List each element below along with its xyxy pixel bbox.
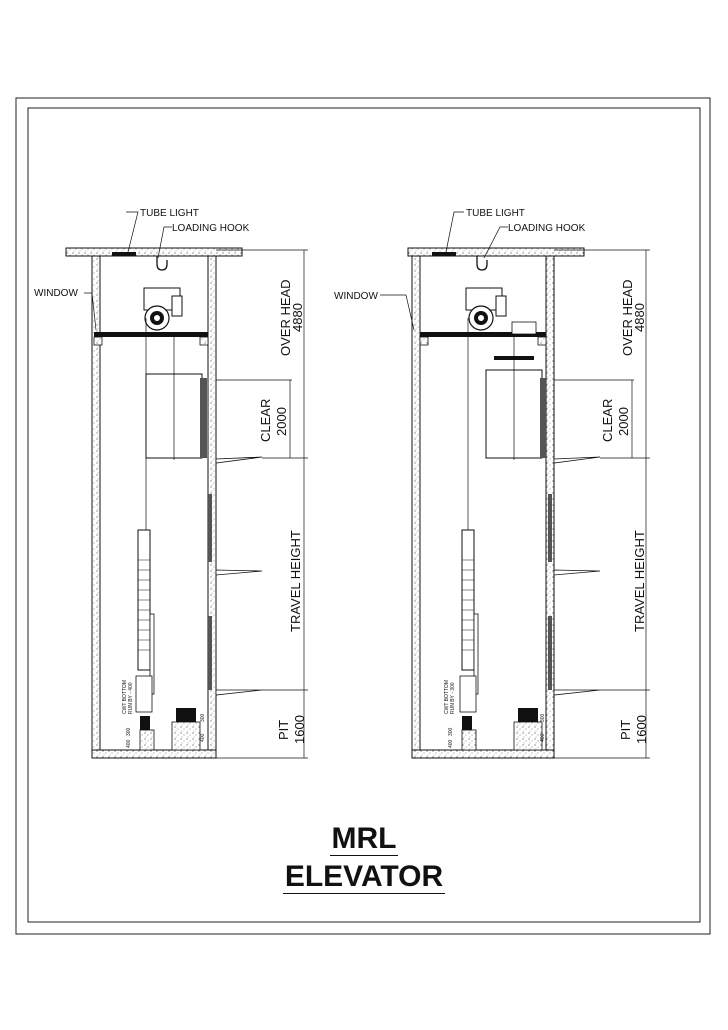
left-cwt-label-1: CWT BOTTOM: [122, 680, 128, 714]
svg-text:300: 300: [448, 727, 454, 736]
svg-text:300: 300: [126, 727, 132, 736]
right-tube-light-label: TUBE LIGHT: [466, 208, 525, 219]
inner-frame: [27, 107, 701, 923]
right-window-label: WINDOW: [334, 291, 378, 302]
right-loading-hook-icon: [476, 256, 488, 271]
right-cwt-label-1: CWT BOTTOM: [444, 680, 450, 714]
left-clear-label: CLEAR: [258, 399, 273, 442]
right-overhead-value: 4880: [632, 303, 647, 332]
right-pit-floor: [411, 749, 555, 759]
right-shaft-wall-left: [411, 255, 421, 757]
right-overhead-label: OVER HEAD: [620, 279, 635, 356]
svg-text:300: 300: [200, 713, 206, 722]
right-elevator-drawing: CWT BOTTOM RUN BY - 300 300 400 300 400 …: [334, 208, 650, 759]
svg-text:400: 400: [126, 739, 132, 748]
right-pit-label: PIT: [618, 720, 633, 740]
left-tube-light: [112, 252, 136, 256]
left-pit-floor: [91, 749, 217, 759]
right-machine-beam: [420, 332, 546, 337]
right-car-door: [540, 378, 546, 458]
svg-text:400: 400: [540, 733, 546, 742]
svg-text:400: 400: [448, 739, 454, 748]
right-pit-value: 1600: [634, 715, 649, 744]
left-pit-value: 1600: [292, 715, 307, 744]
right-roof-slab: [407, 247, 585, 257]
left-machine-beam: [94, 332, 208, 337]
left-dimension-lines: [216, 249, 308, 759]
left-overhead-label: OVER HEAD: [278, 279, 293, 356]
left-travel-label: TRAVEL HEIGHT: [288, 530, 303, 632]
right-clear-label: CLEAR: [600, 399, 615, 442]
left-tube-light-label: TUBE LIGHT: [140, 208, 199, 219]
left-loading-hook-label: LOADING HOOK: [172, 223, 250, 234]
right-loading-hook-label: LOADING HOOK: [508, 223, 586, 234]
title-line-1: MRL: [329, 822, 399, 856]
svg-text:400: 400: [200, 733, 206, 742]
right-traction-machine-icon: [465, 287, 507, 331]
left-cwt-label-2: RUN BY - 400: [128, 682, 134, 714]
right-dimension-lines: [554, 249, 650, 759]
right-tube-light: [432, 252, 456, 256]
left-window-label: WINDOW: [34, 288, 78, 299]
left-pit-label: PIT: [276, 720, 291, 740]
left-loading-hook-icon: [156, 256, 168, 271]
left-roof-slab: [65, 247, 243, 257]
svg-text:300: 300: [540, 713, 546, 722]
title-line-2: ELEVATOR: [282, 860, 446, 894]
outer-frame: [15, 97, 711, 935]
left-clear-value: 2000: [274, 407, 289, 436]
left-car-door: [200, 378, 207, 458]
left-elevator-drawing: CWT BOTTOM RUN BY - 400 300 400 300 400 …: [34, 208, 308, 759]
right-travel-label: TRAVEL HEIGHT: [632, 530, 647, 632]
right-clear-value: 2000: [616, 407, 631, 436]
left-overhead-value: 4880: [290, 303, 305, 332]
right-cwt-label-2: RUN BY - 300: [450, 682, 456, 714]
left-traction-machine-icon: [143, 287, 183, 331]
left-shaft-wall-left: [91, 255, 101, 757]
